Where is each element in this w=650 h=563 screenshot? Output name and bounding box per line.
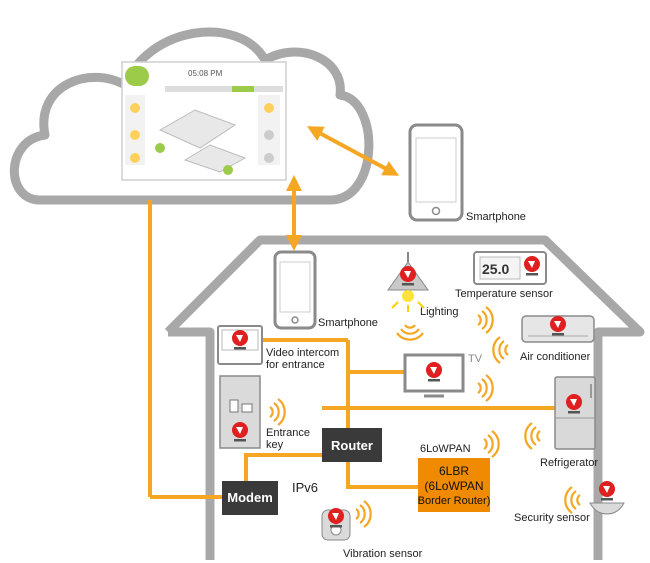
- smartphone-home-label: Smartphone: [318, 317, 378, 329]
- sixlbr-label-3: Border Router): [418, 495, 491, 507]
- wireless-signal-icon: [492, 335, 510, 365]
- lighting-label: Lighting: [420, 306, 459, 318]
- dashboard-screen[interactable]: 05:08 PM: [121, 61, 287, 181]
- entrance-key-label: Entrance: [266, 427, 310, 439]
- ipv6-label: IPv6: [292, 480, 318, 495]
- air-conditioner-icon[interactable]: [521, 315, 595, 343]
- router-label: Router: [331, 438, 373, 453]
- lighting-icon[interactable]: [387, 252, 429, 312]
- wireless-signal-icon: [564, 485, 582, 515]
- entrance-key-icon[interactable]: [219, 375, 261, 449]
- vibration-sensor-label: Vibration sensor: [343, 548, 423, 560]
- video-intercom-icon[interactable]: [217, 325, 263, 365]
- wireless-signal-icon: [395, 323, 425, 341]
- refrigerator-icon[interactable]: [554, 376, 596, 450]
- video-intercom-label: Video intercom: [266, 347, 339, 359]
- wireless-signal-icon: [524, 421, 542, 451]
- security-sensor-label: Security sensor: [514, 512, 590, 524]
- tv-label: TV: [468, 353, 483, 365]
- modem-box[interactable]: Modem: [222, 481, 278, 515]
- temperature-display: 25.0: [482, 261, 509, 277]
- wireless-signal-icon: [476, 373, 494, 403]
- sixlbr-box[interactable]: 6LBR (6LoWPAN Border Router): [418, 458, 491, 512]
- smartphone-icon[interactable]: [273, 250, 317, 330]
- smartphone-cloud-label: Smartphone: [466, 211, 526, 223]
- tv-icon[interactable]: [403, 353, 465, 398]
- wireless-signal-icon: [476, 305, 494, 335]
- dashboard-time: 05:08 PM: [188, 69, 223, 78]
- smartphone-icon[interactable]: [408, 123, 464, 222]
- wireless-signal-icon: [482, 429, 500, 459]
- sixlowpan-label: 6LoWPAN: [420, 443, 471, 455]
- temperature-sensor-icon[interactable]: 25.0: [473, 251, 547, 285]
- router-box[interactable]: Router: [322, 428, 382, 462]
- modem-label: Modem: [227, 490, 273, 505]
- air-conditioner-label: Air conditioner: [520, 351, 591, 363]
- video-intercom-label-2: for entrance: [266, 359, 325, 371]
- network-wiring: [148, 200, 555, 499]
- wireless-signal-icon: [354, 499, 372, 529]
- temperature-sensor-label: Temperature sensor: [455, 288, 553, 300]
- house-outline-icon: [164, 235, 645, 560]
- refrigerator-label: Refrigerator: [540, 457, 598, 469]
- cloud-smartphone-arrow: [306, 126, 400, 176]
- sixlbr-label-2: (6LoWPAN: [424, 479, 483, 493]
- wireless-signal-icon: [268, 397, 286, 427]
- vibration-sensor-icon[interactable]: [321, 508, 351, 541]
- security-sensor-icon[interactable]: [589, 481, 625, 515]
- sixlbr-label: 6LBR: [439, 464, 469, 478]
- entrance-key-label-2: key: [266, 439, 284, 451]
